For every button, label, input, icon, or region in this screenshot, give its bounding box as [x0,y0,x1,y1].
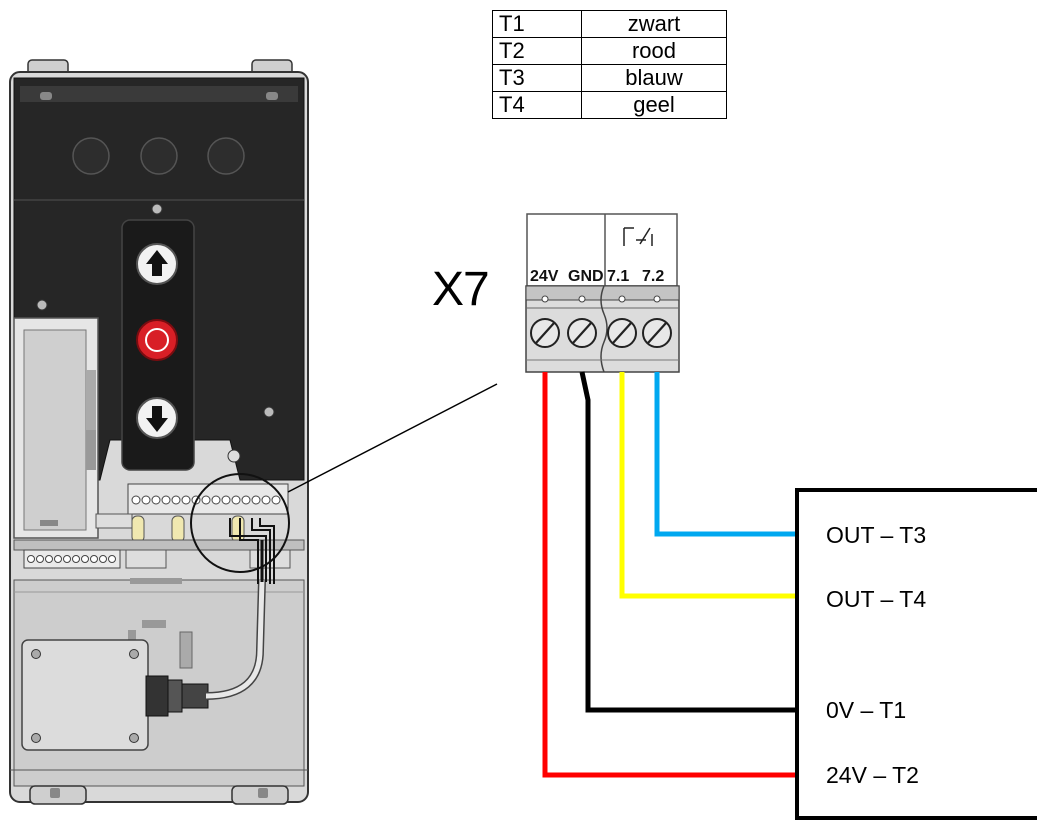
output-label: 0V – T1 [826,697,907,723]
legend-code: T2 [492,37,582,65]
pin-label: 7.2 [642,268,664,285]
output-label: OUT – T4 [826,586,927,612]
magnifier-circle [190,473,290,573]
pin-label: 7.1 [607,268,629,285]
wire-color-legend: T1 zwart T2 rood T3 blauw T4 geel [492,10,727,119]
pointer-line [287,383,498,493]
connector-label: X7 [432,263,490,316]
legend-color: blauw [581,64,727,92]
wire-gnd-black [579,371,797,713]
legend-color: zwart [581,10,727,38]
pin-label: 24V [530,268,559,285]
normally-open-contact-icon [623,227,653,246]
wire-24v-red [542,372,797,778]
output-label: OUT – T3 [826,522,927,548]
wire-72-blue [654,372,797,537]
legend-row: T1 zwart [492,10,727,38]
pin-label: GND [568,268,604,285]
x7-connector: 24V GND 7.1 7.2 [525,213,680,373]
output-device-box [795,488,1037,820]
stop-button-icon [136,319,178,361]
legend-row: T4 geel [492,91,727,119]
down-arrow-icon [136,397,178,439]
output-label: 24V – T2 [826,762,919,788]
control-unit [9,59,309,805]
legend-color: geel [581,91,727,119]
legend-code: T1 [492,10,582,38]
up-arrow-icon [136,243,178,285]
wire-71-yellow [619,372,797,599]
legend-code: T4 [492,91,582,119]
